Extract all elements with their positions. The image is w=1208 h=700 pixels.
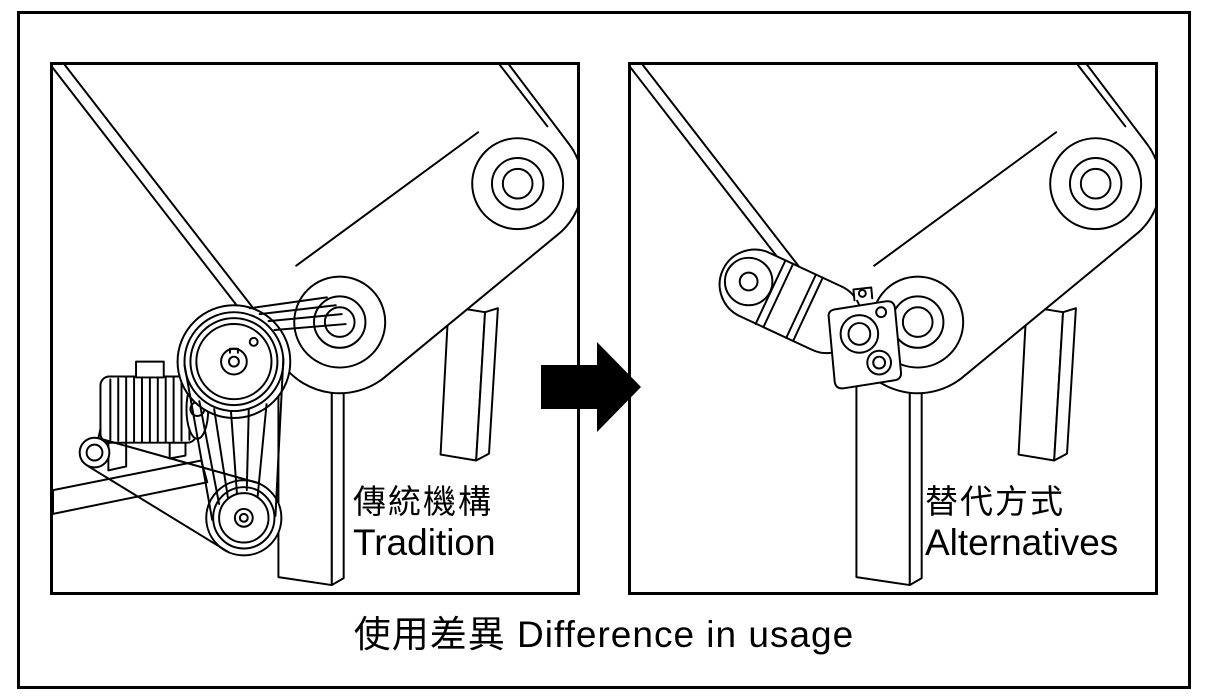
left-panel: 傳統機構 Tradition bbox=[50, 62, 580, 595]
transition-arrow bbox=[541, 340, 643, 434]
gearmotor-group bbox=[718, 248, 903, 390]
roller-drive-belts bbox=[248, 296, 347, 331]
right-panel-label-en: Alternatives bbox=[925, 521, 1119, 563]
figure-border bbox=[17, 11, 1191, 689]
conveyor-belt-group bbox=[53, 65, 577, 587]
right-panel-label: 替代方式 Alternatives bbox=[925, 483, 1119, 563]
motor-bench bbox=[53, 459, 209, 515]
right-panel-label-zh: 替代方式 bbox=[925, 483, 1065, 520]
motor-belt bbox=[87, 437, 260, 554]
motor-terminal-box bbox=[135, 360, 165, 379]
v-belts bbox=[183, 357, 285, 521]
traditional-mechanism-illustration bbox=[53, 65, 577, 587]
motor-pulley bbox=[78, 436, 111, 469]
right-arrow-icon bbox=[541, 342, 641, 432]
motor-and-pulley-group bbox=[53, 296, 347, 557]
left-panel-label-en: Tradition bbox=[353, 521, 496, 563]
alternative-mechanism-illustration bbox=[631, 65, 1155, 587]
figure-caption: 使用差異 Difference in usage bbox=[353, 614, 855, 655]
left-panel-label: 傳統機構 Tradition bbox=[353, 483, 496, 563]
belt-body bbox=[631, 65, 1155, 395]
left-panel-label-zh: 傳統機構 bbox=[353, 483, 493, 520]
right-panel: 替代方式 Alternatives bbox=[628, 62, 1158, 595]
gearbox-output-boss bbox=[839, 314, 880, 354]
belt-body bbox=[53, 65, 577, 395]
